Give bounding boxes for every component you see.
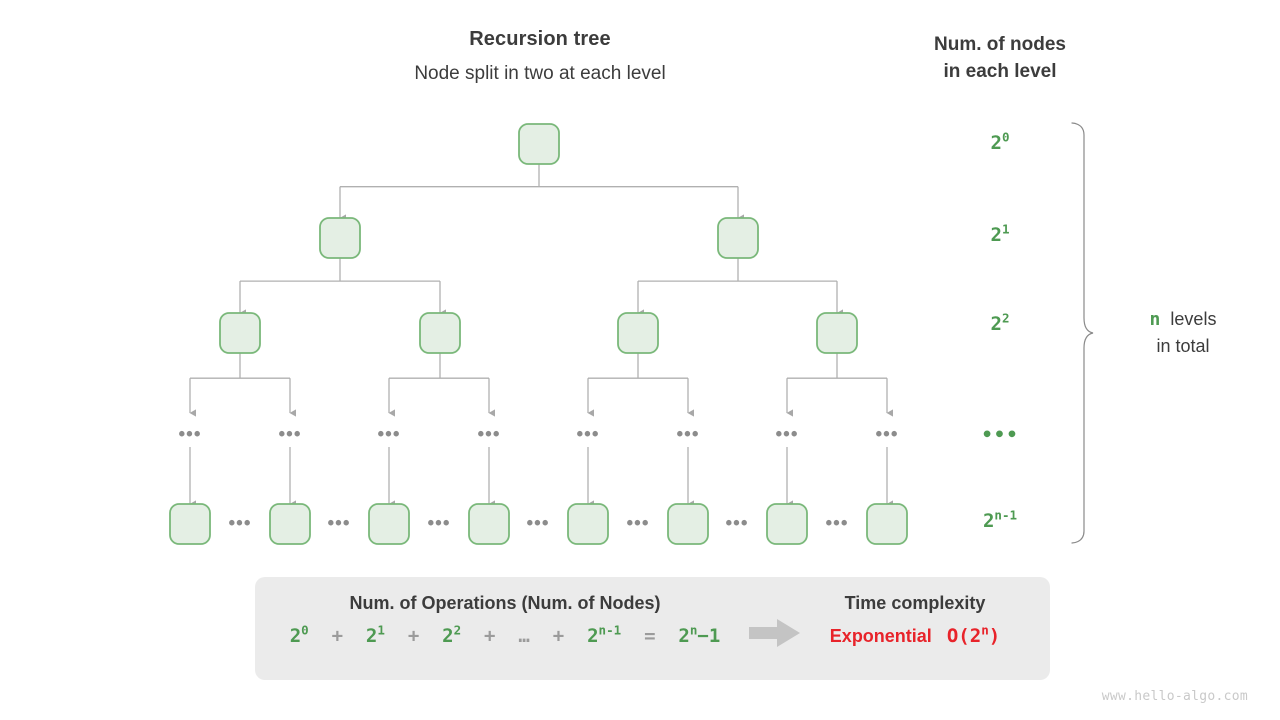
leaf-gap-ellipsis-2: •••: [427, 513, 451, 534]
level-count-exponent-2: 2: [1001, 310, 1010, 326]
bigo-suffix: ): [988, 625, 1001, 647]
level-count-base-2: 2: [990, 313, 1002, 335]
summary-complexity-block: Time complexity Exponential O(2n): [795, 593, 1035, 647]
right-column-heading: Num. of nodes in each level: [880, 32, 1120, 86]
summary-panel: Num. of Operations (Num. of Nodes) 20 + …: [255, 577, 1050, 680]
operations-heading: Num. of Operations (Num. of Nodes): [349, 593, 661, 613]
formula-dots: …: [518, 625, 530, 647]
level-count-exponent-0: 0: [1001, 129, 1010, 145]
formula-plus-last: +: [552, 625, 565, 647]
level-ellipsis-0: •••: [178, 424, 202, 445]
formula-equals: =: [644, 625, 656, 647]
tree-node-level-1-0: [319, 217, 361, 259]
leaf-gap-ellipsis-3: •••: [526, 513, 550, 534]
formula-result: 2n−1: [678, 622, 721, 647]
complexity-bigo: O(2n): [946, 622, 1001, 647]
tree-node-level-leaf-2: [368, 503, 410, 545]
level-count-label-0: 20: [940, 129, 1060, 154]
level-count-base-1: 2: [990, 224, 1002, 246]
formula-term-2: 22: [442, 622, 462, 647]
level-count-exponent-1: 1: [1001, 221, 1010, 237]
leaf-gap-ellipsis-4: •••: [626, 513, 650, 534]
leaf-gap-ellipsis-6: •••: [825, 513, 849, 534]
level-count-label-1: 21: [940, 221, 1060, 246]
level-count-exponent-4: n-1: [994, 507, 1018, 523]
leaf-gap-ellipsis-0: •••: [228, 513, 252, 534]
level-count-label-ellipsis: •••: [981, 424, 1019, 446]
leaf-gap-ellipsis-1: •••: [327, 513, 351, 534]
tree-node-level-leaf-4: [567, 503, 609, 545]
tree-nodes: [169, 123, 908, 545]
levels-word: levels: [1170, 309, 1217, 329]
leaf-gap-ellipsis-5: •••: [725, 513, 749, 534]
bigo-prefix: O(2: [946, 625, 982, 647]
tree-node-level-leaf-1: [269, 503, 311, 545]
page-title: Recursion tree: [469, 28, 611, 50]
operations-formula: 20 + 21 + 22 + … + 2n-1 = 2n−1: [275, 622, 735, 647]
complexity-value: Exponential O(2n): [795, 622, 1035, 647]
level-count-label-2: 22: [940, 310, 1060, 335]
level-ellipsis-5: •••: [676, 424, 700, 445]
tree-node-level-leaf-7: [866, 503, 908, 545]
total-levels-line2: in total: [1156, 336, 1210, 356]
level-ellipsis-6: •••: [775, 424, 799, 445]
tree-node-level-leaf-0: [169, 503, 211, 545]
tree-node-level-2-2: [617, 312, 659, 354]
tree-node-level-leaf-5: [667, 503, 709, 545]
levels-n-symbol: n: [1149, 309, 1161, 330]
formula-term-0: 20: [289, 622, 309, 647]
levels-brace-icon: [1071, 122, 1094, 544]
bigo-exponent: n: [981, 622, 989, 638]
right-column-heading-line2: in each level: [943, 60, 1057, 82]
watermark: www.hello-algo.com: [1101, 689, 1248, 704]
arrow-right-icon: [749, 619, 800, 647]
level-ellipsis-4: •••: [576, 424, 600, 445]
formula-plus-0: +: [331, 625, 344, 647]
total-levels-line1: n levels: [1108, 306, 1258, 333]
tree-node-level-1-1: [717, 217, 759, 259]
level-count-label-4: 2n-1: [940, 507, 1060, 532]
complexity-name: Exponential: [829, 626, 932, 646]
level-ellipsis-7: •••: [875, 424, 899, 445]
tree-node-level-0-0: [518, 123, 560, 165]
level-ellipsis-3: •••: [477, 424, 501, 445]
formula-term-1: 21: [365, 622, 385, 647]
recursion-tree-graphic: [169, 123, 908, 545]
formula-term-last: 2n-1: [587, 622, 622, 647]
level-ellipsis-2: •••: [377, 424, 401, 445]
tree-node-level-2-1: [419, 312, 461, 354]
complexity-heading: Time complexity: [844, 593, 986, 613]
tree-connectors: [189, 164, 894, 508]
level-count-base-0: 2: [990, 132, 1002, 154]
tree-node-level-2-0: [219, 312, 261, 354]
formula-plus-1: +: [407, 625, 420, 647]
summary-operations-block: Num. of Operations (Num. of Nodes) 20 + …: [275, 593, 735, 647]
tree-node-level-2-3: [816, 312, 858, 354]
tree-node-level-leaf-6: [766, 503, 808, 545]
level-count-base-4: 2: [982, 510, 995, 532]
right-column-heading-line1: Num. of nodes: [934, 34, 1066, 55]
level-ellipsis-1: •••: [278, 424, 302, 445]
formula-plus-2: +: [484, 625, 496, 647]
tree-node-level-leaf-3: [468, 503, 510, 545]
page-subtitle: Node split in two at each level: [414, 63, 666, 84]
total-levels-label: n levels in total: [1108, 306, 1258, 360]
